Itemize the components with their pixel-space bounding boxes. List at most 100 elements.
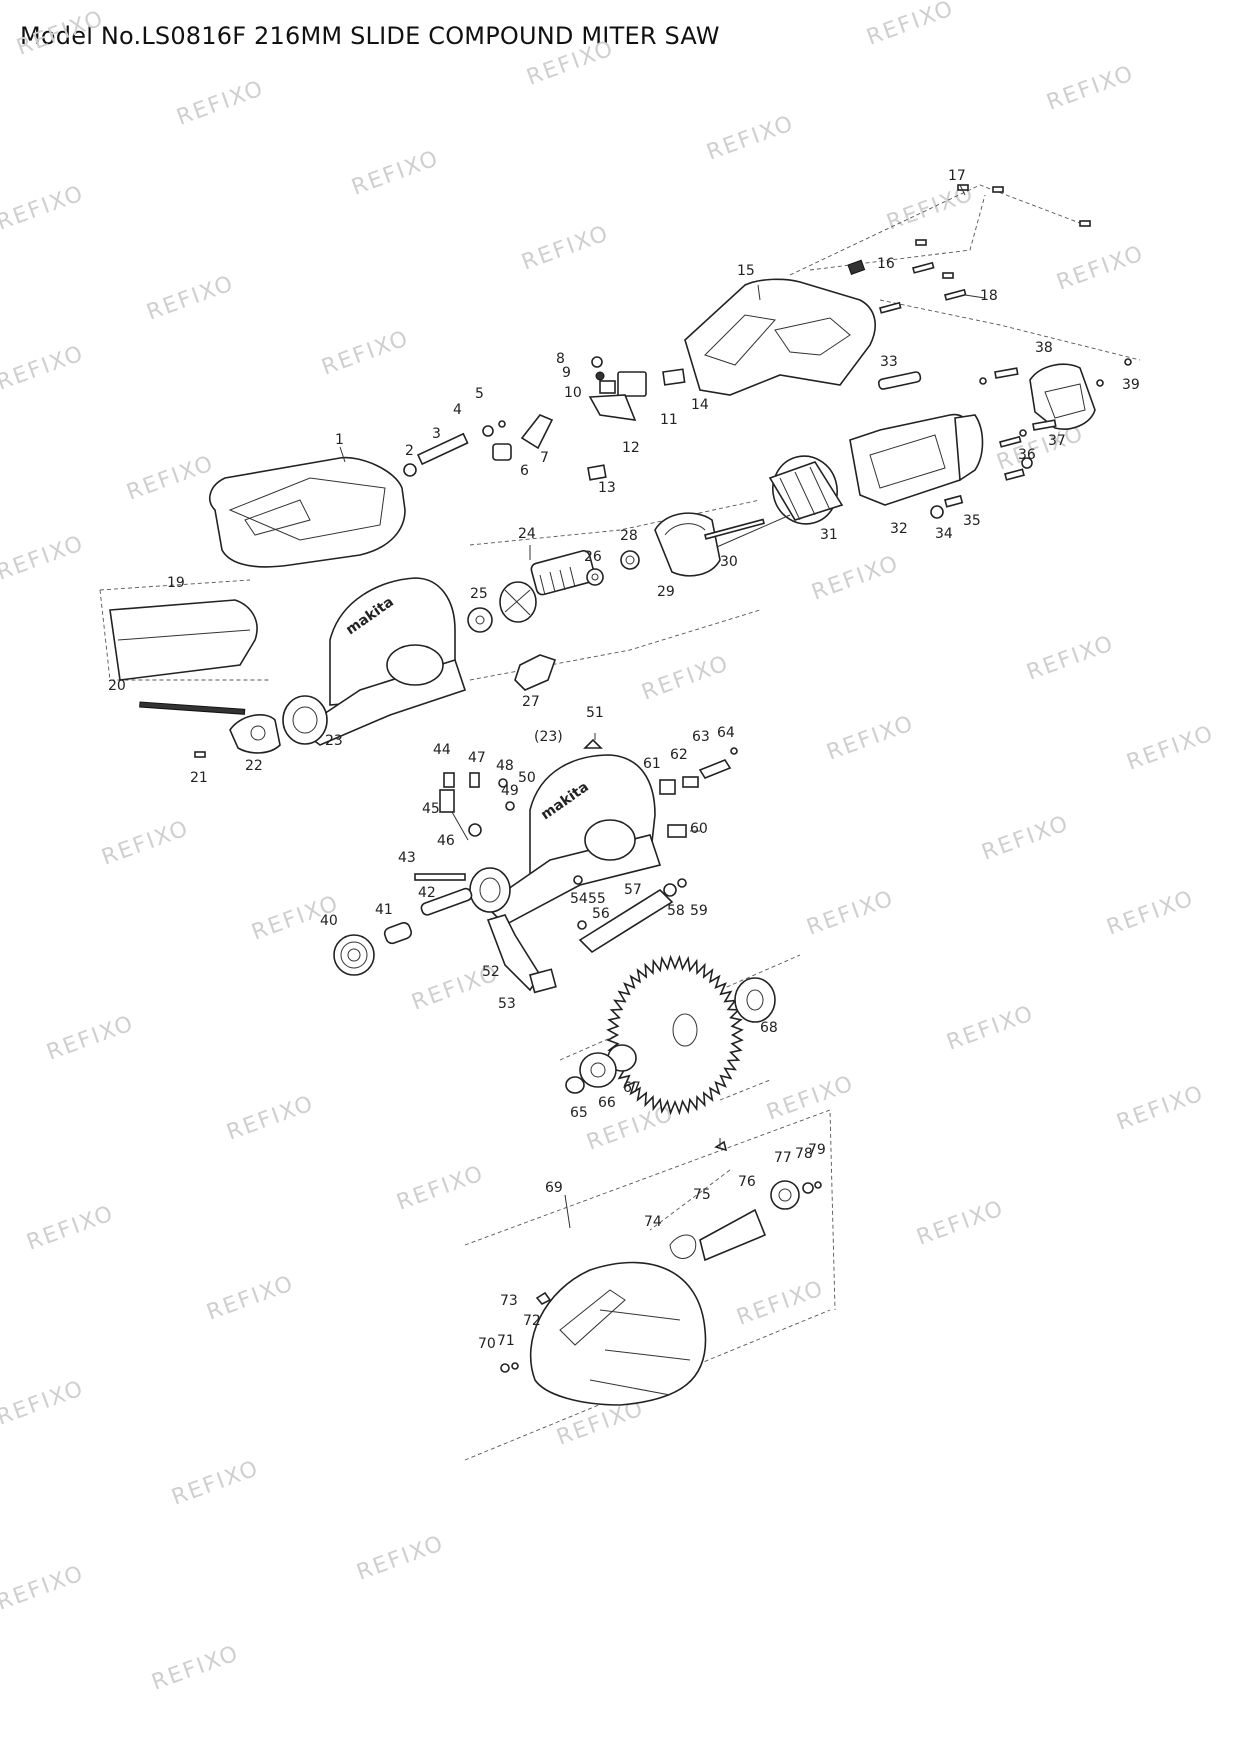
callout-6: 6 <box>520 463 529 479</box>
callout-38: 38 <box>1035 340 1053 356</box>
callout-5: 5 <box>475 386 484 402</box>
callout-11: 11 <box>660 412 678 428</box>
callout-17: 17 <box>948 168 966 184</box>
callout-35: 35 <box>963 513 981 529</box>
callout-23-ref: (23) <box>534 729 563 745</box>
callout-67: 67 <box>623 1080 641 1096</box>
callout-7: 7 <box>540 450 549 466</box>
callout-18: 18 <box>980 288 998 304</box>
part-bearing-box <box>194 714 281 758</box>
callout-13: 13 <box>598 480 616 496</box>
callout-44: 44 <box>433 742 451 758</box>
callout-37: 37 <box>1048 433 1066 449</box>
callout-71: 71 <box>497 1333 515 1349</box>
watermark-20: REFIXO <box>99 816 193 871</box>
watermark-26: REFIXO <box>44 1011 138 1066</box>
callout-42: 42 <box>418 885 436 901</box>
callout-21: 21 <box>190 770 208 786</box>
watermark-38: REFIXO <box>1114 1081 1208 1136</box>
callout-60: 60 <box>690 821 708 837</box>
watermark-25: REFIXO <box>1124 721 1218 776</box>
watermark-9: REFIXO <box>144 271 238 326</box>
watermark-44: REFIXO <box>0 1561 88 1616</box>
callout-49: 49 <box>501 783 519 799</box>
callout-31: 31 <box>820 527 838 543</box>
callout-27: 27 <box>522 694 540 710</box>
part-switch-components <box>403 414 554 477</box>
watermark-3: REFIXO <box>349 146 443 201</box>
callout-10: 10 <box>564 385 582 401</box>
watermark-30: REFIXO <box>944 1001 1038 1056</box>
callout-51: 51 <box>586 705 604 721</box>
page-title: Model No.LS0816F 216MM SLIDE COMPOUND MI… <box>20 22 720 50</box>
watermark-15: REFIXO <box>124 451 218 506</box>
watermark-10: REFIXO <box>319 326 413 381</box>
watermark-11: REFIXO <box>519 221 613 276</box>
part-guard-hardware <box>583 738 738 838</box>
part-gear-housing-lower: makita <box>469 754 662 926</box>
part-link-plate <box>486 875 687 994</box>
watermark-24: REFIXO <box>979 811 1073 866</box>
callout-12: 12 <box>622 440 640 456</box>
callout-15: 15 <box>737 263 755 279</box>
watermark-31: REFIXO <box>1104 886 1198 941</box>
watermark-22: REFIXO <box>639 651 733 706</box>
callout-59: 59 <box>690 903 708 919</box>
callout-28: 28 <box>620 528 638 544</box>
part-gear-housing-upper: makita <box>282 577 467 746</box>
watermark-32: REFIXO <box>24 1201 118 1256</box>
callout-24: 24 <box>518 526 536 542</box>
callout-78: 78 <box>795 1146 813 1162</box>
callout-45: 45 <box>422 801 440 817</box>
callout-70: 70 <box>478 1336 496 1352</box>
part-housing-cover <box>684 259 876 396</box>
callout-46: 46 <box>437 833 455 849</box>
part-lower-safety-guard <box>500 1140 822 1406</box>
callout-79: 79 <box>808 1142 826 1158</box>
watermark-14: REFIXO <box>0 341 88 396</box>
callout-52: 52 <box>482 964 500 980</box>
callout-54: 54 <box>570 891 588 907</box>
callout-1: 1 <box>335 432 344 448</box>
watermark-2: REFIXO <box>174 76 268 131</box>
watermark-8: REFIXO <box>0 181 88 236</box>
callout-2: 2 <box>405 443 414 459</box>
watermark-27: REFIXO <box>224 1091 318 1146</box>
watermark-4: REFIXO <box>524 36 618 91</box>
callout-55: 55 <box>588 891 606 907</box>
callout-69: 69 <box>545 1180 563 1196</box>
callout-23: 23 <box>325 733 343 749</box>
part-spindle-components <box>333 772 515 976</box>
watermark-6: REFIXO <box>864 0 958 51</box>
watermark-33: REFIXO <box>204 1271 298 1326</box>
callout-65: 65 <box>570 1105 588 1121</box>
part-motor-housing <box>849 413 1033 519</box>
callout-8: 8 <box>556 351 565 367</box>
watermark-43: REFIXO <box>734 1276 828 1331</box>
watermark-39: REFIXO <box>0 1376 88 1431</box>
callout-20: 20 <box>108 678 126 694</box>
part-brush-cap <box>877 371 922 390</box>
callout-50: 50 <box>518 770 536 786</box>
part-field-stator <box>709 455 844 551</box>
watermark-13: REFIXO <box>1054 241 1148 296</box>
callout-16: 16 <box>877 256 895 272</box>
callout-61: 61 <box>643 756 661 772</box>
callout-43: 43 <box>398 850 416 866</box>
part-armature <box>467 550 604 691</box>
callout-57: 57 <box>624 882 642 898</box>
watermark-18: REFIXO <box>809 551 903 606</box>
callout-66: 66 <box>598 1095 616 1111</box>
part-switch-lever <box>587 356 686 481</box>
watermark-5: REFIXO <box>704 111 798 166</box>
part-saw-blade <box>565 954 776 1116</box>
watermark-34: REFIXO <box>394 1161 488 1216</box>
part-bearing-cover <box>979 358 1132 448</box>
watermark-29: REFIXO <box>804 886 898 941</box>
callout-4: 4 <box>453 402 462 418</box>
callout-3: 3 <box>432 426 441 442</box>
callout-25: 25 <box>470 586 488 602</box>
